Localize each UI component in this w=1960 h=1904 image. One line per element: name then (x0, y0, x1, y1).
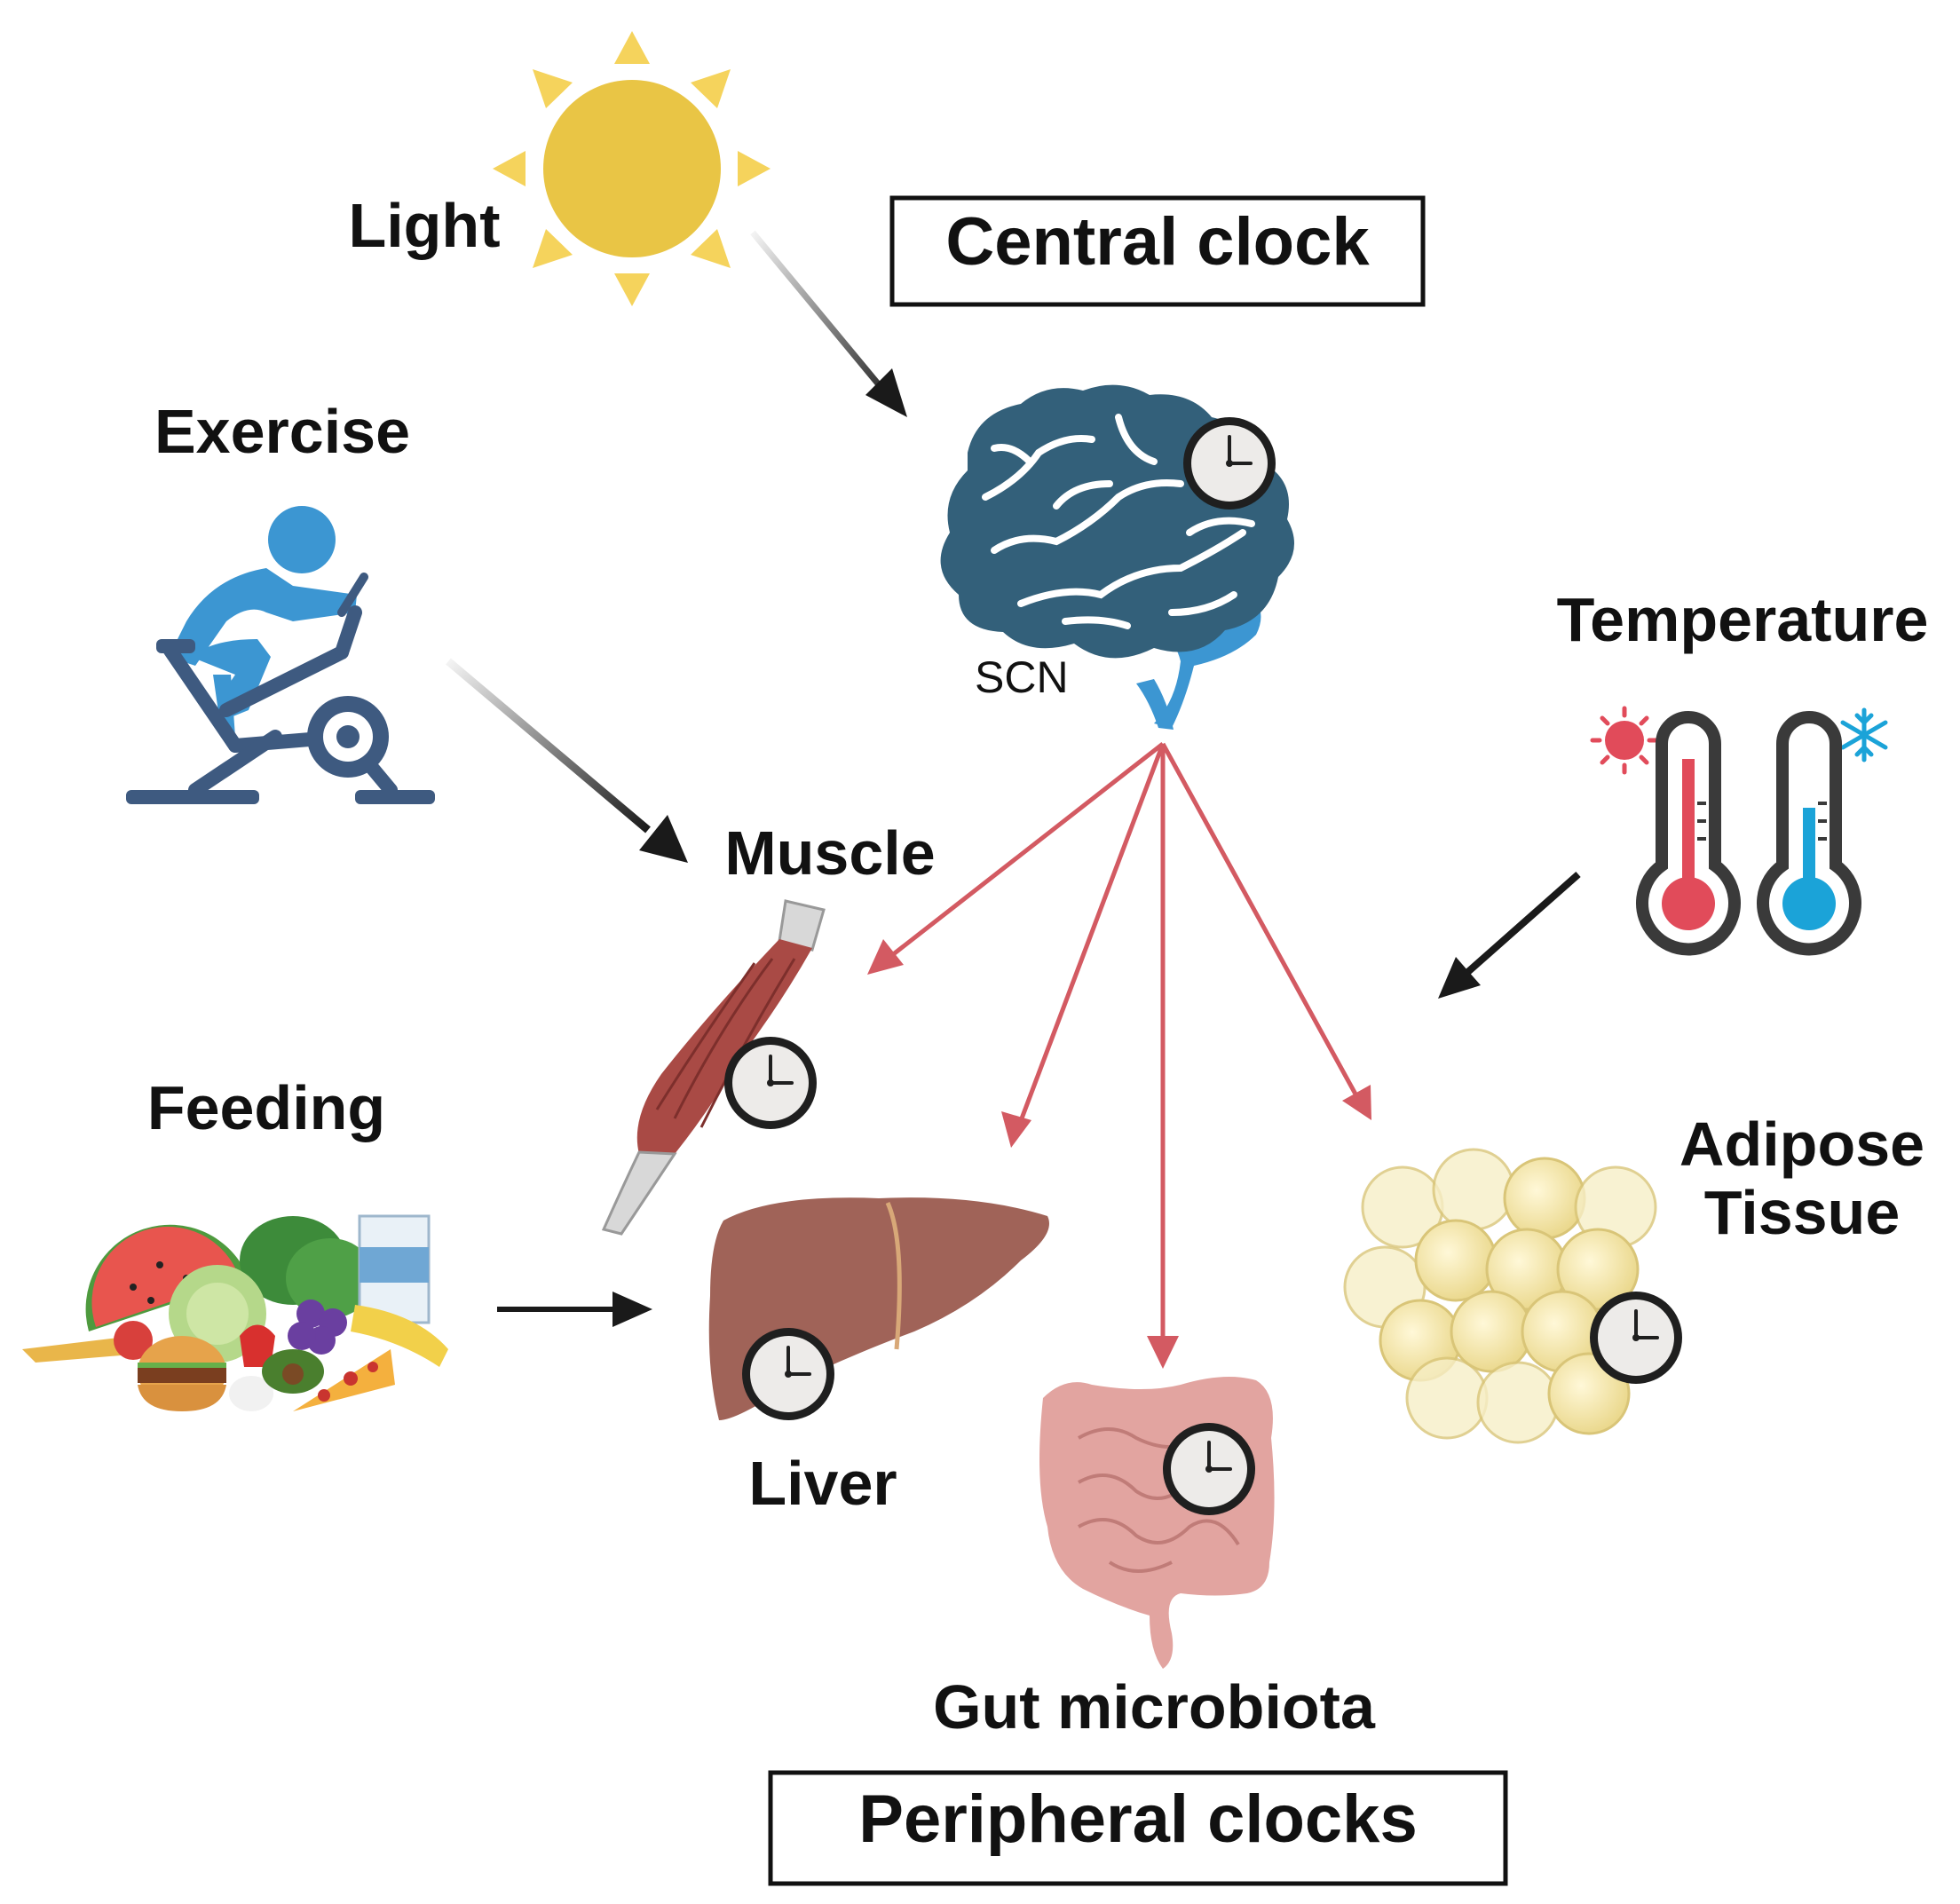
adipose-clock-icon (1588, 1290, 1684, 1386)
exercise-arrowhead (639, 815, 688, 863)
light-to-brain-arrow (750, 230, 901, 411)
temperature-to-adipose-arrow (1460, 872, 1581, 979)
thermometer-cold-icon (1757, 707, 1888, 956)
peripheral-clocks-box (768, 1770, 1508, 1886)
intestine-icon (1039, 1377, 1275, 1669)
muscle-label: Muscle (724, 818, 935, 888)
exercise-to-muscle-arrow (446, 658, 651, 833)
thermometer-hot-icon (1590, 706, 1741, 956)
central-clock-box (889, 195, 1426, 307)
peripheral-clocks-label: Peripheral clocks (858, 1782, 1417, 1857)
food-icon (22, 1214, 448, 1411)
muscle-icon (601, 899, 826, 1236)
liver-icon (708, 1197, 1049, 1422)
feeding-label: Feeding (147, 1073, 385, 1142)
scn-label: SCN (975, 652, 1069, 702)
brain-icon (940, 384, 1294, 730)
temperature-label: Temperature (1557, 585, 1929, 654)
scn-output-arrows (886, 742, 1361, 1340)
gut-label: Gut microbiota (933, 1672, 1376, 1742)
liver-label: Liver (748, 1449, 897, 1518)
exercise-bike-icon (126, 506, 435, 804)
light-label: Light (348, 191, 500, 260)
exercise-label: Exercise (154, 397, 410, 466)
central-clock-label: Central clock (945, 204, 1370, 280)
light-arrowhead (865, 368, 907, 417)
adipose-label-line2: Tissue (1704, 1178, 1901, 1247)
adipose-label-line1: Adipose (1679, 1110, 1924, 1179)
sun-icon (493, 31, 771, 306)
